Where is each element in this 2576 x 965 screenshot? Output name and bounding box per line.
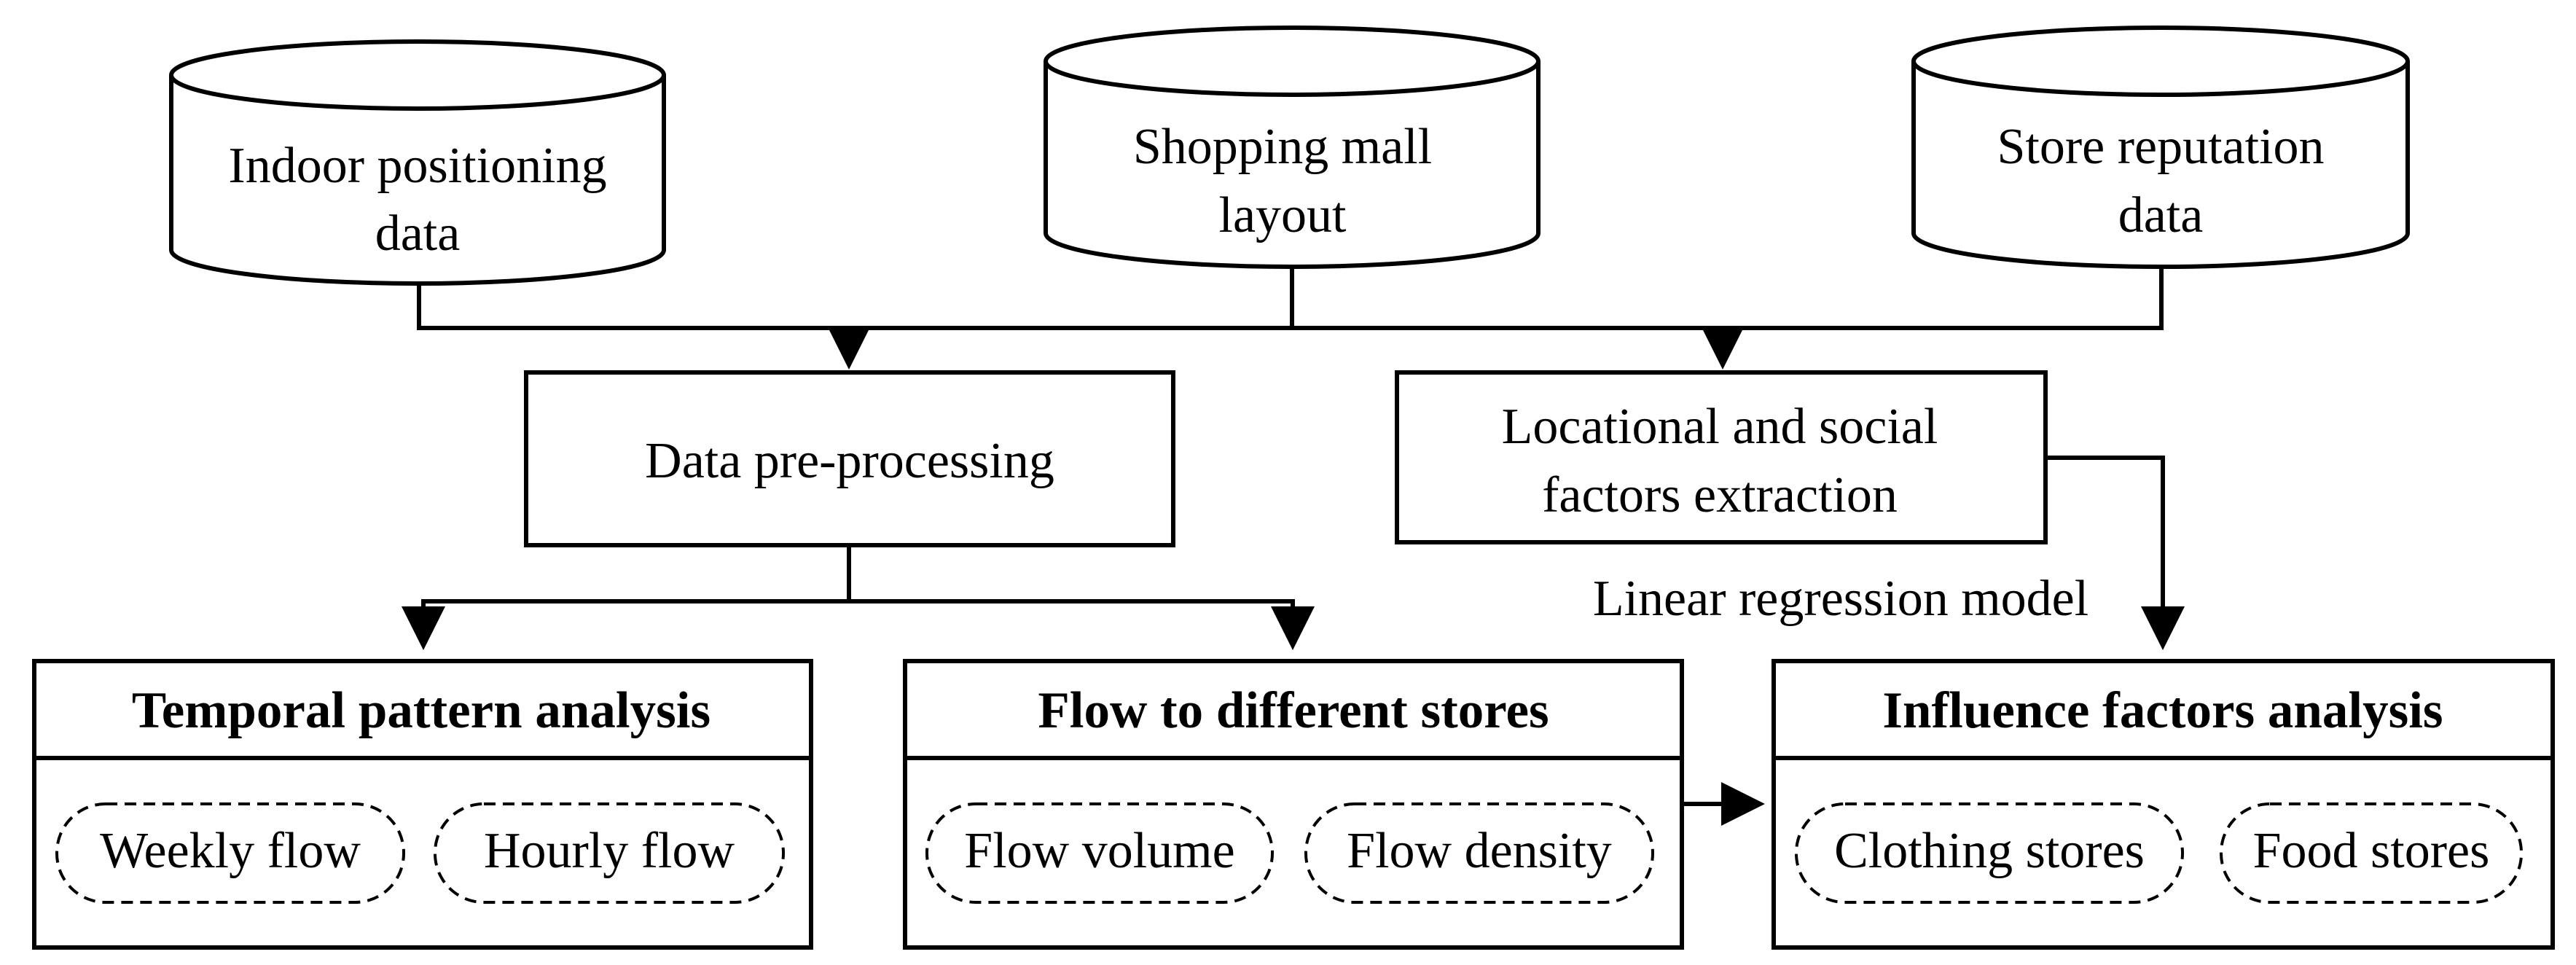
database-cylinder-top — [169, 39, 666, 111]
source-indoor-positioning-data: Indoor positioning data — [169, 39, 666, 286]
item-label: Clothing stores — [1834, 823, 2145, 879]
panel-title: Temporal pattern analysis — [132, 682, 710, 739]
database-cylinder-top — [1911, 26, 2410, 97]
panel-influence-factors-analysis: Influence factors analysis Clothing stor… — [1772, 659, 2555, 950]
dashed-pill — [2220, 802, 2523, 904]
arrow-factors-to-influence — [2045, 456, 2185, 650]
source-label-line2: layout — [1219, 187, 1347, 243]
process-factors-extraction: Locational and social factors extraction — [1395, 370, 2048, 544]
source-label-line1: Store reputation — [1997, 119, 2324, 175]
panel-title: Flow to different stores — [1038, 682, 1549, 739]
source-store-reputation-data: Store reputation data — [1911, 26, 2410, 269]
dashed-pill — [1304, 802, 1654, 904]
source-label-line1: Indoor positioning — [228, 138, 606, 194]
dashed-pill — [55, 802, 405, 904]
source-label-line2: data — [375, 206, 461, 262]
list-item-hourly-flow: Hourly flow — [434, 802, 785, 904]
panel-title: Influence factors analysis — [1882, 682, 2443, 739]
item-label: Food stores — [2253, 823, 2490, 879]
item-label: Flow density — [1347, 823, 1612, 879]
panel-temporal-pattern-analysis: Temporal pattern analysis Weekly flow Ho… — [32, 659, 813, 950]
process-label-line2: factors extraction — [1542, 467, 1898, 523]
database-cylinder-top — [1044, 26, 1540, 97]
dashed-pill — [1795, 802, 2184, 904]
process-data-preprocessing: Data pre-processing — [524, 370, 1175, 547]
database-cylinder-body — [169, 75, 666, 286]
process-box — [524, 370, 1175, 547]
item-label: Hourly flow — [484, 823, 735, 879]
list-item-weekly-flow: Weekly flow — [55, 802, 405, 904]
dashed-pill — [434, 802, 785, 904]
list-item-flow-density: Flow density — [1304, 802, 1654, 904]
process-box — [1395, 370, 2048, 544]
item-label: Weekly flow — [100, 823, 361, 879]
source-label-line1: Shopping mall — [1133, 119, 1432, 175]
connectors — [402, 267, 2185, 826]
list-item-clothing-stores: Clothing stores — [1795, 802, 2184, 904]
item-label: Flow volume — [964, 823, 1234, 879]
process-label-line1: Locational and social — [1502, 399, 1938, 455]
list-item-food-stores: Food stores — [2220, 802, 2523, 904]
dashed-pill — [925, 802, 1274, 904]
panel-flow-to-different-stores: Flow to different stores Flow volume Flo… — [903, 659, 1684, 950]
list-item-flow-volume: Flow volume — [925, 802, 1274, 904]
database-cylinder-body — [1044, 61, 1540, 269]
edge-label-linear-regression: Linear regression model — [1593, 571, 2088, 627]
process-label: Data pre-processing — [645, 433, 1054, 489]
source-label-line2: data — [2118, 187, 2204, 243]
source-shopping-mall-layout: Shopping mall layout — [1044, 26, 1540, 269]
database-cylinder-body — [1911, 61, 2410, 269]
